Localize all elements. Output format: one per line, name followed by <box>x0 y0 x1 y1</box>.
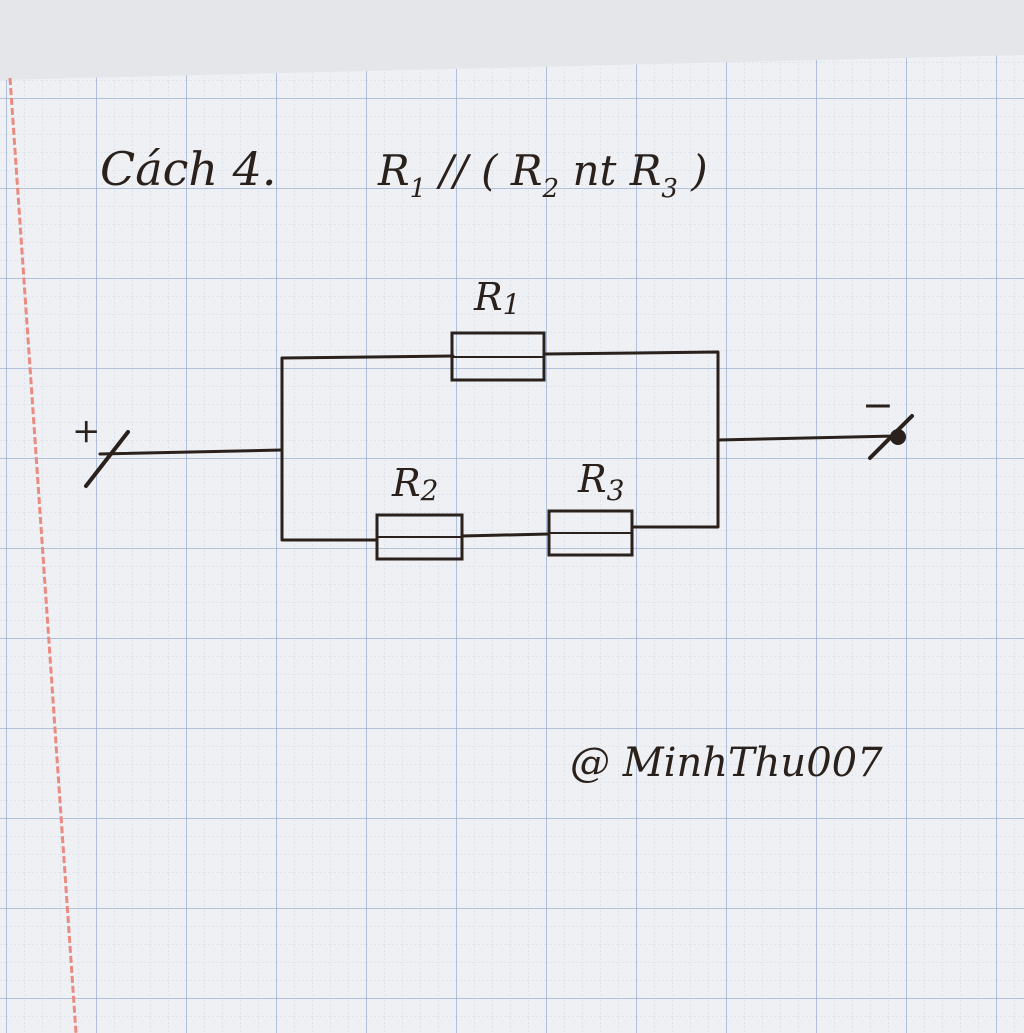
label-r1: R1 <box>473 275 520 321</box>
label-r3-letter: R <box>577 457 607 501</box>
formula-r2-sub: 2 <box>542 174 560 204</box>
formula-r2: R <box>510 146 543 195</box>
terminal-negative-dot <box>890 429 906 445</box>
label-r1-sub: 1 <box>503 288 521 321</box>
wire-r2-r3 <box>460 532 551 538</box>
formula-r3-sub: 3 <box>661 174 678 204</box>
label-r2-sub: 2 <box>420 474 439 507</box>
wire-left-junction <box>280 356 379 542</box>
label-r1-letter: R <box>473 275 503 319</box>
formula-r3: R <box>629 146 662 195</box>
major-grid <box>0 55 1024 1033</box>
formula-parallel: // ( <box>426 146 511 195</box>
formula-r1-sub: 1 <box>410 174 427 204</box>
positive-terminal-sign: + <box>72 411 101 451</box>
terminal-positive-mark <box>84 430 130 488</box>
negative-terminal-sign: − <box>862 383 894 427</box>
resistors <box>375 331 634 561</box>
heading-formula: R1 // ( R2 nt R3 ) <box>377 146 708 204</box>
formula-r1: R <box>377 146 410 195</box>
label-r3: R3 <box>577 457 624 507</box>
label-r2-letter: R <box>391 461 421 505</box>
wire-positive-lead <box>98 448 284 456</box>
formula-close: ) <box>678 146 708 195</box>
circuit-wires <box>98 350 900 542</box>
terminals <box>84 414 914 488</box>
author-signature: @ MinhThu007 <box>570 740 883 786</box>
graph-paper <box>0 55 1024 1033</box>
heading-prefix: Cách 4. <box>100 142 277 196</box>
label-r3-sub: 3 <box>607 474 625 507</box>
wire-negative-lead <box>716 434 900 442</box>
label-r2: R2 <box>391 461 438 507</box>
wire-top-left <box>280 354 455 360</box>
formula-series: nt <box>559 146 630 195</box>
